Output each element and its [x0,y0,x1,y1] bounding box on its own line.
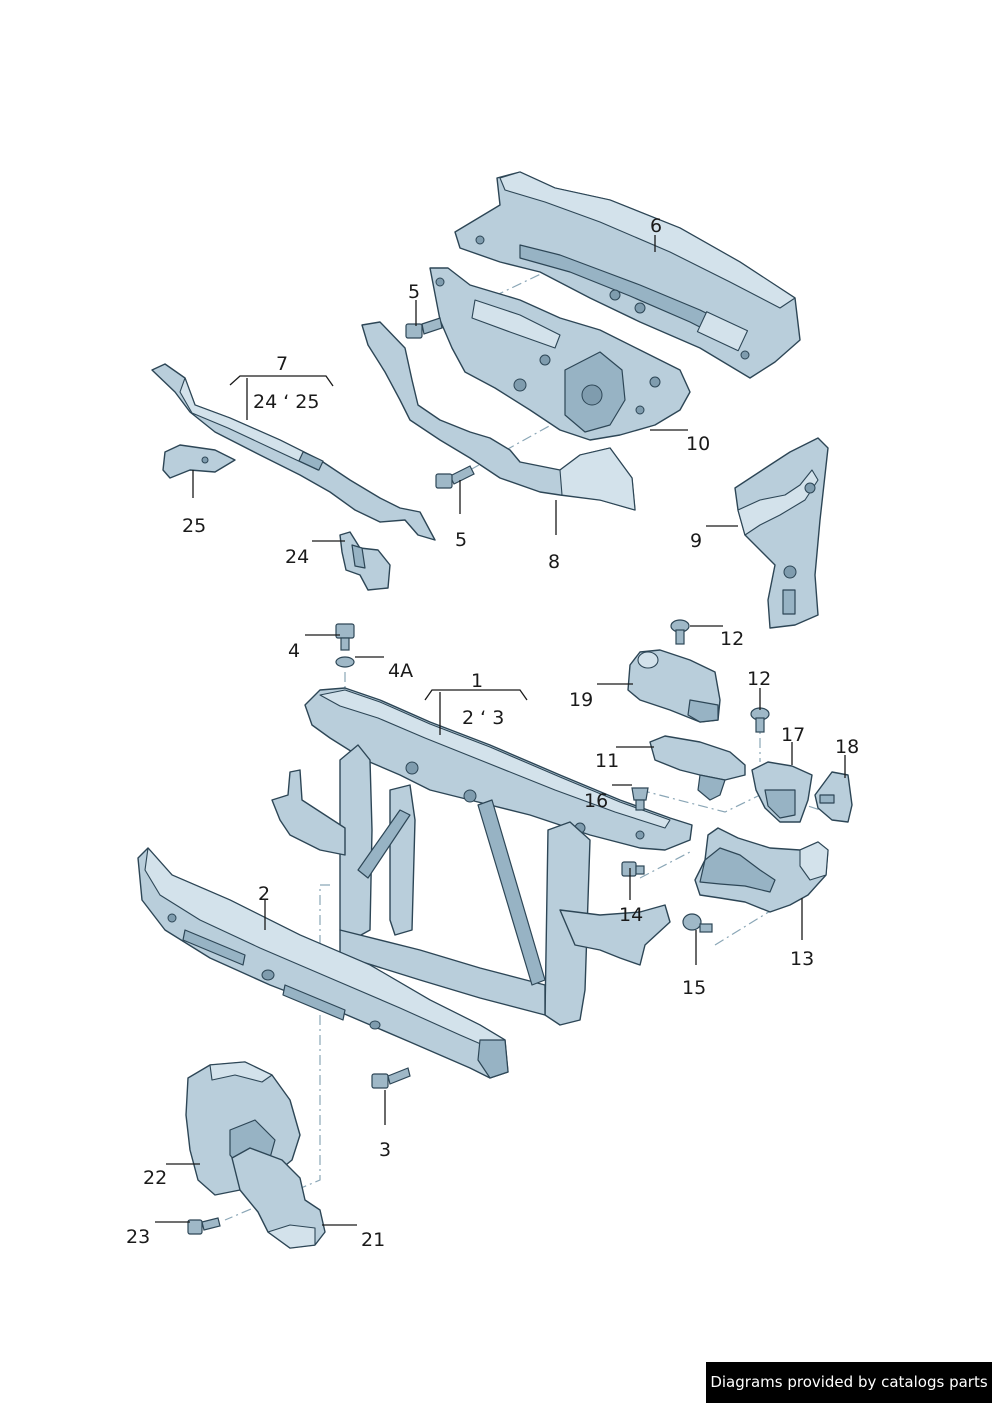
bolt-5-lower [435,465,475,489]
callout-24: 24 [285,546,309,568]
part-13-air-guide [694,827,829,913]
callout-5-lower: 5 [455,529,467,551]
part-8-cross-member [361,321,636,511]
bolt-14 [621,861,645,877]
callout-1-sub: 2 ‘ 3 [462,707,504,729]
bolt-4 [335,623,355,651]
callout-4a: 4A [388,660,413,682]
callout-1: 1 [471,670,483,692]
bolt-12-upper [670,619,690,645]
callout-15: 15 [682,977,706,999]
callout-13: 13 [790,948,814,970]
part-9-side-panel [734,437,829,629]
part-21-air-guide [231,1147,326,1249]
callout-3: 3 [379,1139,391,1161]
callout-18: 18 [835,736,859,758]
part-24-bracket [339,531,391,591]
callout-8: 8 [548,551,560,573]
callout-6: 6 [650,215,662,237]
part-7-longitudinal-member [151,363,436,541]
bolt-3 [371,1067,411,1089]
assembly-lines [224,271,836,1221]
callout-7-sub: 24 ‘ 25 [253,391,319,413]
part-19-air-duct [627,649,721,723]
part-25-bracket [162,444,236,479]
part-11-air-guide [649,735,746,801]
leader-lines [155,235,846,1226]
footer-credit: Diagrams provided by catalogs parts [706,1362,992,1403]
callout-9: 9 [690,530,702,552]
callout-5-upper: 5 [408,281,420,303]
callout-22: 22 [143,1167,167,1189]
bolt-15 [682,913,713,933]
bolt-23 [187,1217,221,1235]
part-17-bracket [751,761,813,823]
washer-4a [335,656,355,668]
callout-14: 14 [619,904,643,926]
callout-2: 2 [258,883,270,905]
callout-23: 23 [126,1226,150,1248]
callout-19: 19 [569,689,593,711]
callout-21: 21 [361,1229,385,1251]
part-2-bumper-beam [137,847,509,1079]
callout-25: 25 [182,515,206,537]
callout-17: 17 [781,724,805,746]
part-18-bracket [814,771,853,823]
part-10-bulkhead-panel [429,267,691,441]
fasteners [187,317,770,1235]
callout-7: 7 [276,353,288,375]
bolt-12-lower [750,707,770,733]
bolt-5-upper [405,317,443,339]
part-6-plenum-panel [454,171,801,379]
callout-16: 16 [584,790,608,812]
callout-12-upper: 12 [720,628,744,650]
callout-labels: 6 5 7 24 ‘ 25 10 25 5 9 24 8 12 4 4A 1 2 … [126,215,859,1251]
clip-16 [631,787,649,811]
callout-10: 10 [686,433,710,455]
callout-4: 4 [288,640,300,662]
part-1-lock-carrier [271,687,693,1026]
callout-11: 11 [595,750,619,772]
callout-12-lower: 12 [747,668,771,690]
